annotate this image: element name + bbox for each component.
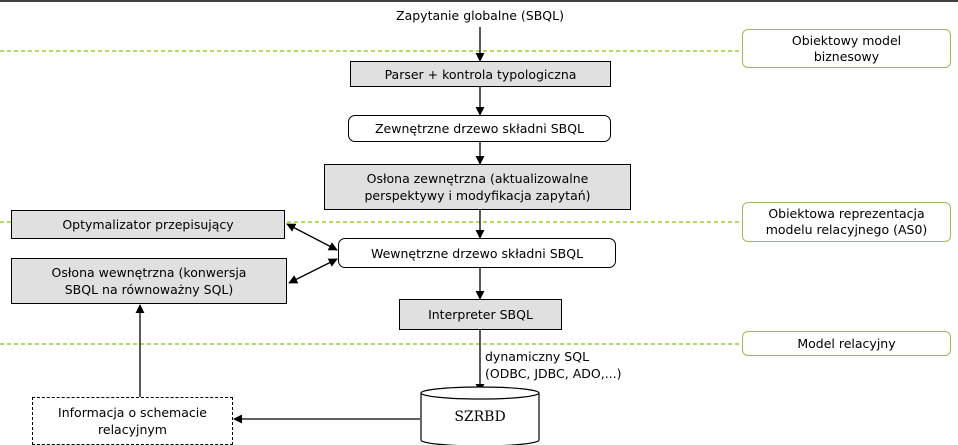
outer-wrapper-label-line2: perspektywy i modyfikacja zapytań) <box>364 188 591 203</box>
global-query-title: Zapytanie globalne (SBQL) <box>396 8 564 23</box>
internal-syntax-tree-box: Wewnętrzne drzewo składni SBQL <box>338 238 616 268</box>
layer-relational-label: Model relacyjny <box>797 335 896 351</box>
inner-wrapper-box: Osłona wewnętrzna (konwersja SBQL na rów… <box>11 258 287 304</box>
dynamic-sql-label-line2: (ODBC, JDBC, ADO,...) <box>485 366 622 381</box>
layer-business-label-line2: biznesowy <box>813 48 880 64</box>
external-syntax-tree-box: Zewnętrzne drzewo składni SBQL <box>348 115 611 142</box>
layer-relational-model: Model relacyjny <box>742 331 951 356</box>
schema-info-label-line1: Informacja o schemacie <box>58 405 207 420</box>
layer-business-object-model: Obiektowy model biznesowy <box>742 29 951 68</box>
external-syntax-tree-label: Zewnętrzne drzewo składni SBQL <box>374 121 585 136</box>
arrow-optimizer-inner-tree <box>286 223 338 251</box>
interpreter-box: Interpreter SBQL <box>399 299 562 330</box>
dynamic-sql-label: dynamiczny SQL (ODBC, JDBC, ADO,...) <box>485 348 622 382</box>
layer-object-rel-label-line1: Obiektowa reprezentacja <box>768 206 925 221</box>
database-cylinder <box>420 386 540 445</box>
parser-label: Parser + kontrola typologiczna <box>384 66 577 82</box>
parser-box: Parser + kontrola typologiczna <box>350 61 611 87</box>
database-label: SZRBD <box>454 409 506 425</box>
layer-object-representation: Obiektowa reprezentacja modelu relacyjne… <box>742 202 951 242</box>
inner-wrapper-label-line1: Osłona wewnętrzna (konwersja <box>51 265 247 280</box>
arrow-inner-wrapper-inner-tree <box>288 258 338 284</box>
rewriting-optimizer-box: Optymalizator przepisujący <box>11 210 285 239</box>
dynamic-sql-label-line1: dynamiczny SQL <box>485 349 590 364</box>
layer-object-rel-label-line2: modelu relacyjnego (AS0) <box>765 222 928 237</box>
schema-info-label-line2: relacyjnym <box>98 422 167 437</box>
layer-business-label-line1: Obiektowy model <box>791 32 902 48</box>
inner-wrapper-label-line2: SBQL na równoważny SQL) <box>64 282 234 297</box>
interpreter-label: Interpreter SBQL <box>428 307 533 322</box>
internal-syntax-tree-label: Wewnętrzne drzewo składni SBQL <box>370 245 584 261</box>
outer-wrapper-label-line1: Osłona zewnętrzna (aktualizowalne <box>366 171 589 186</box>
rewriting-optimizer-label: Optymalizator przepisujący <box>62 217 234 232</box>
outer-wrapper-box: Osłona zewnętrzna (aktualizowalne perspe… <box>324 164 631 210</box>
relational-schema-info-box: Informacja o schemacie relacyjnym <box>32 397 233 445</box>
